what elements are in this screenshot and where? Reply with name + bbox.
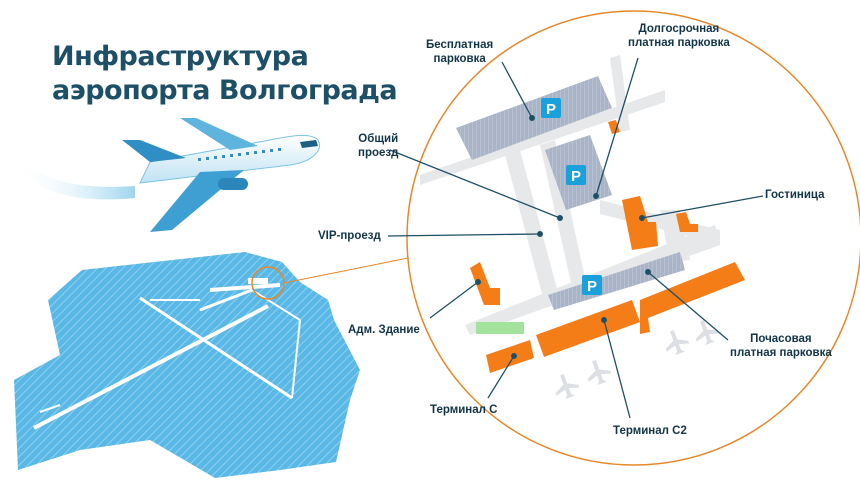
aircraft-icon <box>555 374 580 399</box>
label-hotel: Гостиница <box>765 189 825 201</box>
aircraft-icon <box>665 330 690 355</box>
zoom-connector-line <box>283 257 409 284</box>
green-area <box>476 322 524 334</box>
small-building <box>608 120 620 134</box>
aircraft-icon <box>695 320 720 345</box>
label-vip-passage: VIP-проезд <box>318 230 381 242</box>
aircraft-icon <box>587 360 612 385</box>
terminal-c2-building-right <box>640 262 745 334</box>
label-longterm-parking: Долгосрочная платная парковка <box>628 23 730 49</box>
svg-text:P: P <box>587 278 597 295</box>
terminal-c2-building-left <box>536 300 640 357</box>
title-line-2: аэропорта Волгограда <box>52 75 398 106</box>
admin-building <box>470 262 500 305</box>
airport-terrain <box>14 252 409 478</box>
page-title: Инфраструктура аэропорта Волгограда <box>52 40 398 108</box>
svg-text:P: P <box>546 101 556 118</box>
svg-text:P: P <box>571 168 581 185</box>
parking-sign-free: P <box>541 98 561 118</box>
buildings <box>470 120 745 373</box>
label-terminal-c: Терминал С <box>430 404 498 416</box>
parking-sign-longterm: P <box>566 165 586 185</box>
hotel-building <box>622 196 658 250</box>
airplane-illustration <box>14 118 320 232</box>
label-admin-building: Адм. Здание <box>348 324 420 336</box>
aircraft-icons <box>555 320 720 399</box>
leader-lines <box>387 57 764 419</box>
hourly-parking-area <box>548 252 685 310</box>
label-hourly-parking: Почасовая платная парковка <box>730 333 832 359</box>
parking-sign-hourly: P <box>582 275 602 295</box>
label-common-passage: Общий проезд <box>358 133 399 159</box>
label-terminal-c2: Терминал С2 <box>613 425 687 437</box>
terminal-c-building <box>486 340 534 373</box>
hotel-annex-building <box>676 212 698 232</box>
title-line-1: Инфраструктура <box>52 41 309 72</box>
label-free-parking: Бесплатная парковка <box>426 39 494 65</box>
